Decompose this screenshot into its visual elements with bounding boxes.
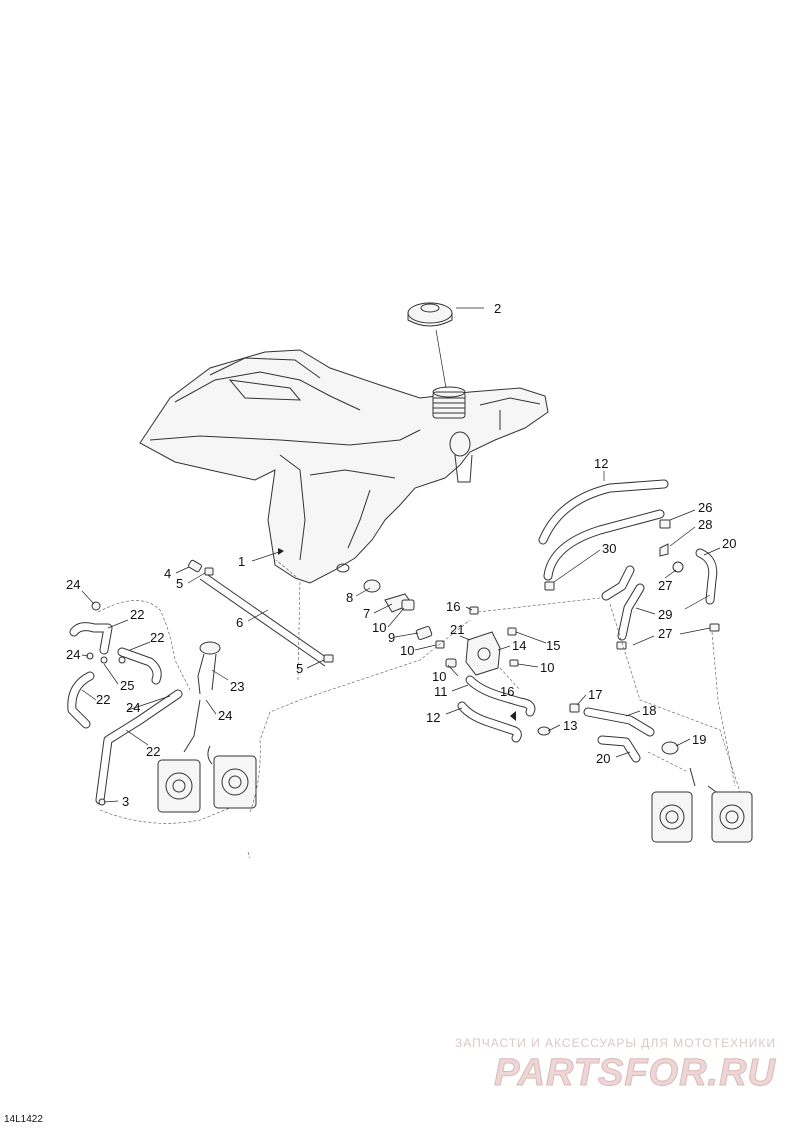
callout-16: 16 — [500, 684, 514, 699]
watermark-tagline: ЗАПЧАСТИ И АКСЕССУАРЫ ДЛЯ МОТОТЕХНИКИ — [455, 1036, 776, 1050]
callout-22: 22 — [146, 744, 160, 759]
callout-24: 24 — [218, 708, 232, 723]
center-hoses — [445, 675, 561, 743]
callout-15: 15 — [546, 638, 560, 653]
callout-22: 22 — [130, 607, 144, 622]
callout-9: 9 — [388, 630, 395, 645]
callout-23: 23 — [230, 679, 244, 694]
left-hoses — [67, 590, 251, 824]
callout-26: 26 — [698, 500, 712, 515]
left-carburetors — [157, 559, 471, 813]
callout-16: 16 — [446, 599, 460, 614]
callout-24: 24 — [66, 577, 80, 592]
callout-22: 22 — [150, 630, 164, 645]
callout-10: 10 — [432, 669, 446, 684]
callout-4: 4 — [164, 566, 171, 581]
callout-24: 24 — [66, 647, 80, 662]
callout-5: 5 — [296, 661, 303, 676]
callout-labels: 2 1 4 5 6 5 8 7 10 9 10 21 10 16 14 15 1… — [66, 301, 736, 809]
callout-7: 7 — [363, 606, 370, 621]
callout-13: 13 — [563, 718, 577, 733]
callout-22: 22 — [96, 692, 110, 707]
callout-29: 29 — [658, 607, 672, 622]
callout-27: 27 — [658, 578, 672, 593]
callout-12: 12 — [426, 710, 440, 725]
figure-code: 14L1422 — [4, 1114, 43, 1125]
callout-8: 8 — [346, 590, 353, 605]
callout-10: 10 — [400, 643, 414, 658]
right-upper-hoses — [538, 471, 696, 591]
right-carburetors — [609, 603, 753, 843]
callout-12: 12 — [594, 456, 608, 471]
callout-21: 21 — [450, 622, 464, 637]
fuel-cap — [407, 302, 484, 389]
callout-18: 18 — [642, 703, 656, 718]
callout-25: 25 — [120, 678, 134, 693]
callout-24: 24 — [126, 700, 140, 715]
callout-17: 17 — [588, 687, 602, 702]
callout-1: 1 — [238, 554, 245, 569]
watermark-logo: PARTSFOR.RU — [494, 1052, 776, 1095]
callout-19: 19 — [692, 732, 706, 747]
fuel-tank — [139, 349, 549, 584]
callout-10: 10 — [372, 620, 386, 635]
callout-27: 27 — [658, 626, 672, 641]
callout-3: 3 — [122, 794, 129, 809]
callout-5: 5 — [176, 576, 183, 591]
fuel-valve-assembly — [355, 579, 601, 692]
callout-28: 28 — [698, 517, 712, 532]
callout-11: 11 — [434, 684, 448, 699]
vent-rod — [175, 559, 334, 669]
callout-20: 20 — [722, 536, 736, 551]
right-lower-hoses — [569, 694, 691, 763]
callout-6: 6 — [236, 615, 243, 630]
right-middle-hoses — [601, 547, 721, 650]
callout-30: 30 — [602, 541, 616, 556]
callout-14: 14 — [512, 638, 526, 653]
callout-2: 2 — [494, 301, 501, 316]
callout-20: 20 — [596, 751, 610, 766]
callout-10: 10 — [540, 660, 554, 675]
